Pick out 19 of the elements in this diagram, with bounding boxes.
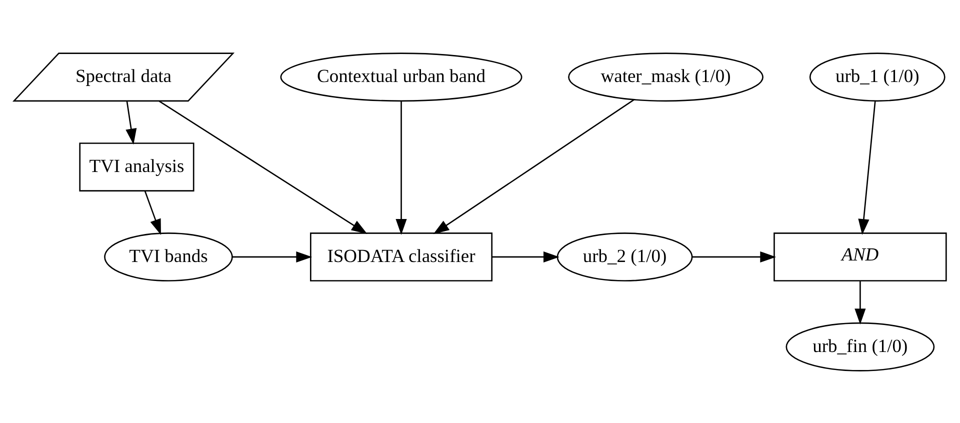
node-box: AND: [774, 232, 947, 281]
arrow: [433, 98, 634, 234]
arrow: [232, 250, 312, 262]
arrow: [396, 100, 407, 234]
arrow: [858, 100, 876, 234]
node-box: TVI analysis: [79, 142, 194, 191]
node-ellipse: urb_1 (1/0): [809, 52, 946, 102]
node-ellipse: urb_fin (1/0): [786, 322, 935, 371]
node-ellipse: urb_2 (1/0): [556, 232, 693, 281]
arrow: [158, 100, 368, 234]
node-ellipse: TVI bands: [104, 232, 233, 281]
arrow: [692, 250, 776, 262]
arrow: [126, 100, 137, 144]
arrow: [492, 250, 560, 262]
arrow: [854, 280, 866, 324]
node-ellipse: water_mask (1/0): [568, 52, 764, 102]
node-box: ISODATA classifier: [310, 232, 492, 281]
arrow: [144, 190, 161, 235]
node-ellipse: Contextual urban band: [280, 52, 522, 102]
